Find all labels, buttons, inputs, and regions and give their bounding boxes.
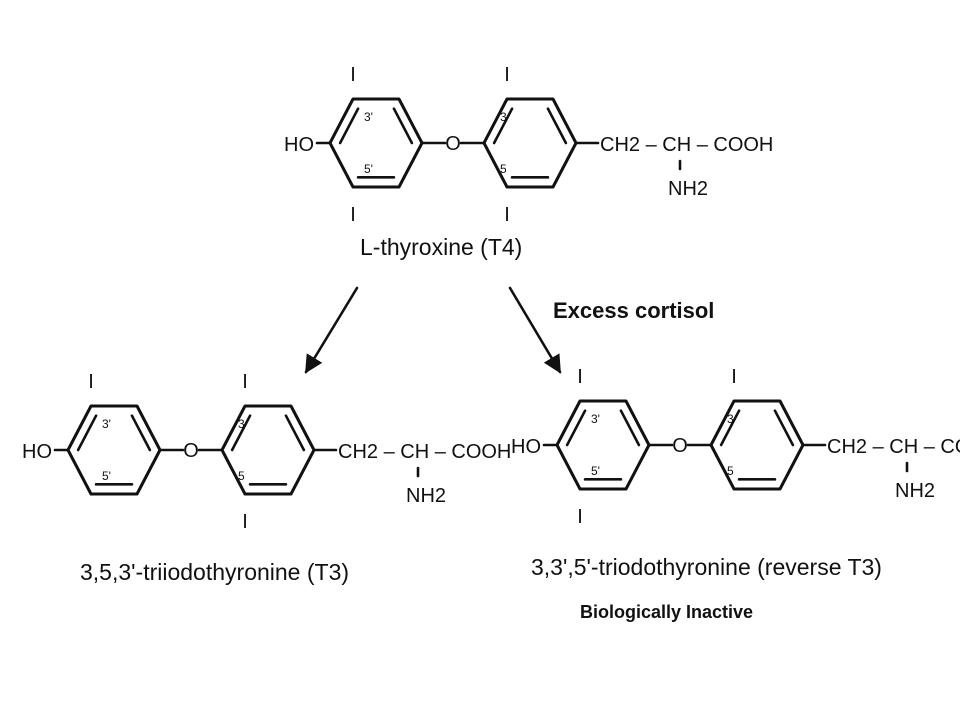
ring-position-label: 5' xyxy=(102,469,111,483)
ring-double-bond xyxy=(546,107,568,145)
hydroxyl-label: HO xyxy=(22,441,52,463)
amino-group-label: NH2 xyxy=(895,480,935,502)
phenolic-ring xyxy=(66,404,162,496)
iodine-label: I xyxy=(731,366,737,388)
molecule-name-t4: L-thyroxine (T4) xyxy=(360,234,522,260)
ring-double-bond xyxy=(565,409,587,447)
excess-cortisol-label: Excess cortisol xyxy=(553,298,714,323)
arrow-t4-to-t3 xyxy=(304,286,359,374)
iodine-label: I xyxy=(350,204,356,226)
ring-position-label: 3 xyxy=(727,412,734,426)
iodine-label: I xyxy=(242,511,248,533)
side-chain-label: CH2 – CH – COOH xyxy=(600,134,773,156)
ring-position-label: 5 xyxy=(727,464,734,478)
ring-position-label: 3' xyxy=(364,110,373,124)
tyrosyl-ring xyxy=(220,404,316,496)
ring-position-label: 5' xyxy=(591,464,600,478)
molecule-name-rt3: 3,3',5'-triodothyronine (reverse T3) xyxy=(531,554,882,580)
iodine-label: I xyxy=(504,64,510,86)
molecule-name-t3: 3,5,3'-triiodothyronine (T3) xyxy=(80,559,349,585)
ring-position-label: 5 xyxy=(500,162,507,176)
iodine-label: I xyxy=(88,371,94,393)
ring-position-label: 3' xyxy=(102,417,111,431)
side-chain-label: CH2 – CH – COOH xyxy=(827,436,960,458)
ring-double-bond xyxy=(130,414,152,452)
amino-group-label: NH2 xyxy=(668,178,708,200)
ring-double-bond xyxy=(492,107,514,145)
ether-oxygen-label: O xyxy=(183,440,199,462)
arrow-t4-to-reverse-t3 xyxy=(508,286,562,374)
ring-double-bond xyxy=(338,107,360,145)
ring-position-label: 3 xyxy=(500,110,507,124)
iodine-label: I xyxy=(504,204,510,226)
ring-double-bond xyxy=(619,409,641,447)
ring-double-bond xyxy=(392,107,414,145)
hydroxyl-label: HO xyxy=(511,436,541,458)
ring-double-bond xyxy=(76,414,98,452)
ether-oxygen-label: O xyxy=(445,133,461,155)
biologically-inactive-label: Biologically Inactive xyxy=(580,602,753,622)
tyrosyl-ring xyxy=(709,399,805,491)
ring-double-bond xyxy=(773,409,795,447)
phenolic-ring xyxy=(328,97,424,189)
phenolic-ring xyxy=(555,399,651,491)
hydroxyl-label: HO xyxy=(284,134,314,156)
ether-oxygen-label: O xyxy=(672,435,688,457)
ring-double-bond xyxy=(284,414,306,452)
iodine-label: I xyxy=(242,371,248,393)
ring-position-label: 3' xyxy=(591,412,600,426)
ring-position-label: 5 xyxy=(238,469,245,483)
tyrosyl-ring xyxy=(482,97,578,189)
iodine-label: I xyxy=(350,64,356,86)
ring-double-bond xyxy=(230,414,252,452)
ring-double-bond xyxy=(719,409,741,447)
iodine-label: I xyxy=(577,506,583,528)
side-chain-label: CH2 – CH – COOH xyxy=(338,441,511,463)
ring-position-label: 5' xyxy=(364,162,373,176)
amino-group-label: NH2 xyxy=(406,485,446,507)
iodine-label: I xyxy=(577,366,583,388)
ring-position-label: 3 xyxy=(238,417,245,431)
